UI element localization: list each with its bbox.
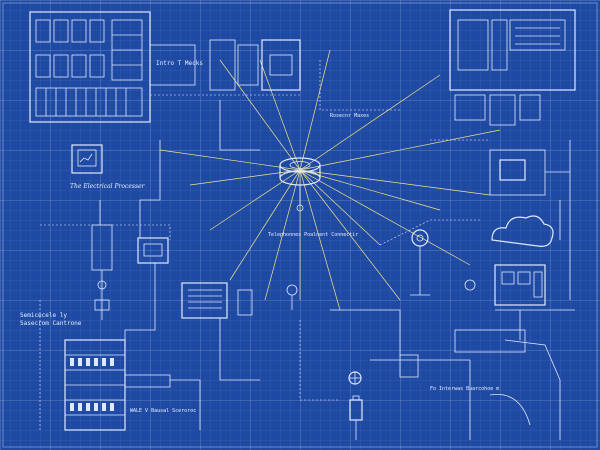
fan-icon xyxy=(348,371,362,385)
lamp-icon xyxy=(286,284,298,310)
valve-icon xyxy=(410,229,430,296)
box-bottom-mid xyxy=(399,354,419,378)
label-hub: Rosecnr Maxes xyxy=(330,113,370,119)
wires xyxy=(39,60,561,430)
panel-top-right xyxy=(449,9,576,126)
panel-top-center xyxy=(149,39,301,96)
cabinet-bottom-left xyxy=(64,339,171,431)
label-left-note-2: Sasecrom Cantrone xyxy=(20,320,82,327)
hub-spokes xyxy=(159,49,501,311)
label-bottom-left: WALE V Bausal Sceroroc xyxy=(130,408,197,414)
label-left-caption: The Electrical Processer xyxy=(70,183,145,190)
cloud-icon xyxy=(491,215,554,247)
device-right-mid xyxy=(489,140,571,300)
cabinet-right xyxy=(464,264,575,340)
monitor-left xyxy=(71,144,103,174)
hub-icon xyxy=(279,157,321,212)
wiring-bottom-right xyxy=(370,329,561,440)
label-bottom-right: Fo Interwas Buarcohoe m xyxy=(430,386,500,392)
label-panel-top-center: Intro T Mecks xyxy=(156,60,203,67)
label-center-mid: Telephonnes Poalnent Connectir xyxy=(268,232,359,238)
label-left-note-1: Semicecele ly xyxy=(20,312,67,319)
battery-icon xyxy=(349,395,363,440)
device-left-tall xyxy=(91,224,113,320)
control-panel-top-left xyxy=(29,11,151,123)
equipment-center-left xyxy=(137,237,253,319)
